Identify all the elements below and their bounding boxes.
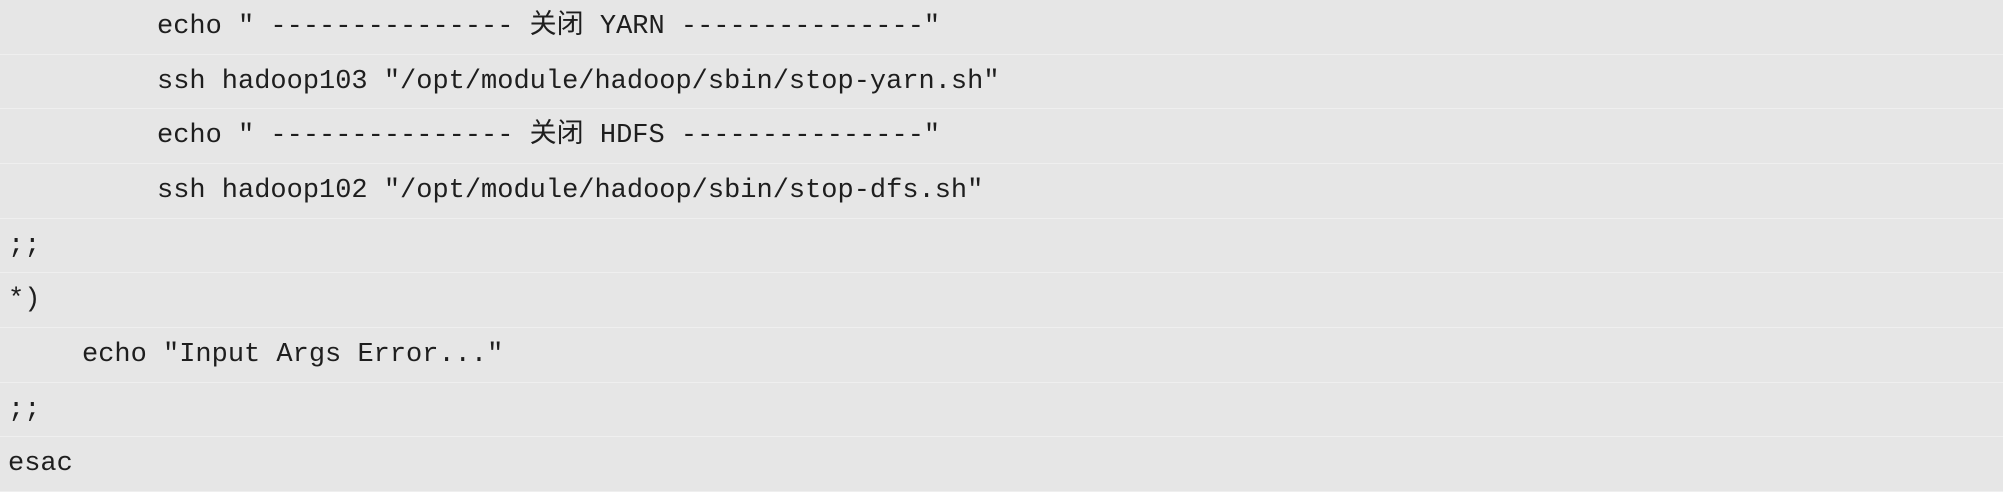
- code-line: *): [0, 273, 2003, 328]
- code-line: esac: [0, 437, 2003, 492]
- code-line: echo "Input Args Error...": [0, 328, 2003, 383]
- code-line: ;;: [0, 383, 2003, 438]
- code-line: ;;: [0, 219, 2003, 274]
- code-line: ssh hadoop103 "/opt/module/hadoop/sbin/s…: [0, 55, 2003, 110]
- code-line: echo " --------------- 关闭 HDFS ---------…: [0, 109, 2003, 164]
- code-line: echo " --------------- 关闭 YARN ---------…: [0, 0, 2003, 55]
- code-line: ssh hadoop102 "/opt/module/hadoop/sbin/s…: [0, 164, 2003, 219]
